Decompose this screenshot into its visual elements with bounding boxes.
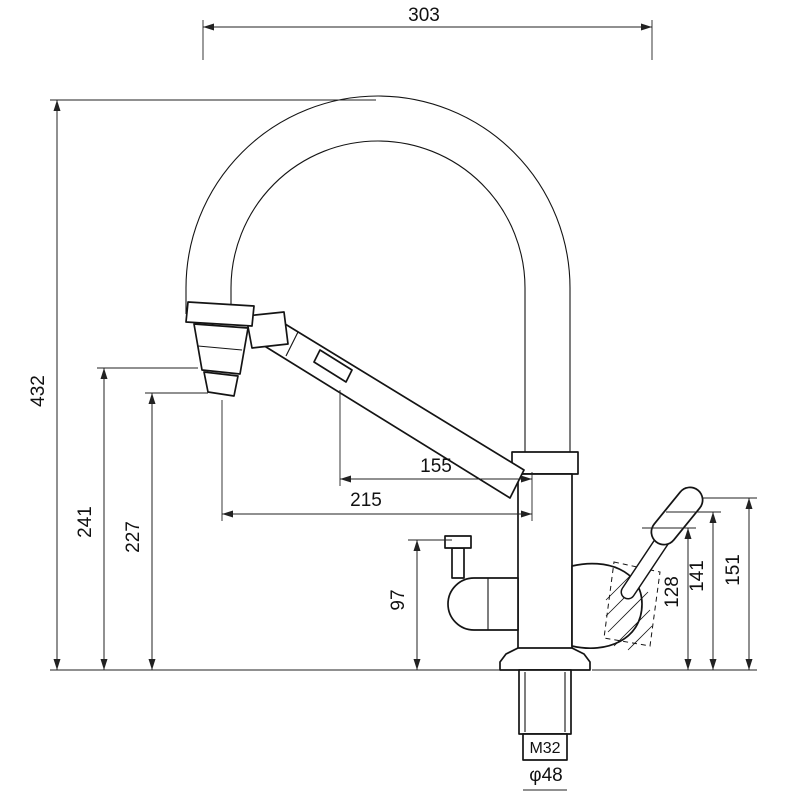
hatch-line: [613, 609, 651, 647]
threaded-shank: [518, 669, 572, 735]
faucet-body: [511, 451, 579, 651]
spray-head-body: [193, 323, 249, 375]
dim-151: 151: [702, 497, 757, 670]
base-diameter-label: φ48: [529, 765, 562, 786]
filter-spout-body: [447, 577, 519, 631]
dim-97-label: 97: [388, 589, 409, 610]
dim-432-label: 432: [28, 375, 49, 407]
shank-end-collar: [522, 733, 568, 761]
spout-arm-seam: [285, 331, 299, 357]
hatch-line: [627, 625, 653, 651]
filter-handle-knob: [444, 535, 472, 549]
dim-215: 215: [221, 400, 532, 521]
dim-241-label: 241: [75, 506, 96, 538]
dim-151-label: 151: [723, 554, 744, 586]
dim-227-label: 227: [123, 521, 144, 553]
thread-size-label: M32: [529, 740, 560, 757]
faucet-drawing: [185, 95, 704, 761]
spout-arc: [185, 95, 571, 454]
dim-155-label: 155: [420, 456, 452, 477]
spout-arc-inner-path: [230, 140, 526, 454]
dim-128: 128: [642, 527, 696, 670]
lever-grip-fill: [652, 488, 702, 544]
spout-arm: [257, 315, 525, 499]
spray-head: [185, 301, 289, 397]
lever-stem-fill: [622, 532, 670, 598]
bottom-labels: M32 φ48: [523, 740, 567, 791]
filter-handle: [444, 535, 519, 631]
dim-155: 155: [339, 390, 533, 521]
base-flange: [499, 647, 591, 671]
flange-shape: [499, 647, 591, 671]
dim-215-label: 215: [350, 490, 382, 511]
dimension-annotations: 303 432 241 227 155 215: [28, 5, 757, 791]
filter-handle-stem: [451, 547, 465, 579]
hatch-line: [607, 591, 649, 633]
dim-141: 141: [666, 511, 721, 670]
mounting-shank: [518, 669, 572, 761]
dim-303: 303: [202, 5, 653, 60]
spray-head-collar: [185, 301, 255, 327]
spray-head-nozzle: [203, 371, 239, 397]
dim-432: 432: [28, 99, 376, 670]
dim-97: 97: [388, 539, 452, 670]
spout-arm-tube: [257, 315, 525, 499]
spray-head-seam: [197, 345, 243, 351]
dim-141-label: 141: [687, 560, 708, 592]
body-column: [517, 473, 573, 651]
dim-241: 241: [75, 367, 198, 670]
mixer-lever: [571, 486, 704, 651]
spray-head-dock: [245, 311, 289, 349]
spout-arm-detail: [313, 349, 353, 383]
spout-arc-outer-path: [185, 95, 571, 454]
dim-227: 227: [123, 392, 208, 670]
dim-303-label: 303: [408, 5, 440, 26]
dim-128-label: 128: [662, 576, 683, 608]
